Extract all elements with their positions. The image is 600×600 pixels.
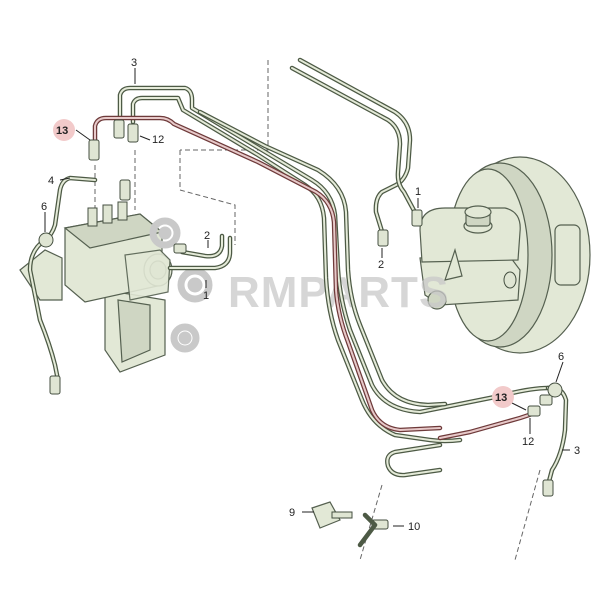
callout-4: 4 [48, 175, 54, 187]
callout-13-left: 13 [56, 125, 68, 137]
callout-12-left: 12 [152, 134, 164, 146]
callout-leaders [44, 68, 570, 527]
callout-9: 9 [289, 507, 295, 519]
callout-10: 10 [408, 521, 420, 533]
highlighted-pipes [92, 115, 535, 441]
callout-6-right: 6 [558, 351, 564, 363]
gear-icon [170, 323, 200, 353]
callout-labels: 3 13 12 4 6 2 1 1 2 6 13 12 3 9 10 [41, 57, 580, 533]
bracket-part-9 [311, 501, 353, 529]
callout-12-right: 12 [522, 436, 534, 448]
callout-13-left-highlight [53, 119, 75, 141]
callout-2-abs: 2 [204, 230, 210, 242]
abs-unit [19, 201, 173, 373]
watermark-gears [149, 217, 213, 353]
callout-1-abs: 1 [203, 290, 209, 302]
gear-icon [149, 217, 181, 249]
fittings [38, 119, 563, 497]
callout-3-right: 3 [574, 445, 580, 457]
callout-6-left: 6 [41, 201, 47, 213]
reference-lines [94, 60, 541, 561]
master-cylinder [419, 205, 521, 310]
gear-icon [177, 267, 213, 303]
callout-13-right: 13 [495, 392, 507, 404]
callout-3-top: 3 [131, 57, 137, 69]
callout-2-booster: 2 [378, 259, 384, 271]
callout-13-right-highlight [492, 386, 514, 408]
callout-1-booster: 1 [415, 186, 421, 198]
clip-part-10 [357, 512, 389, 548]
